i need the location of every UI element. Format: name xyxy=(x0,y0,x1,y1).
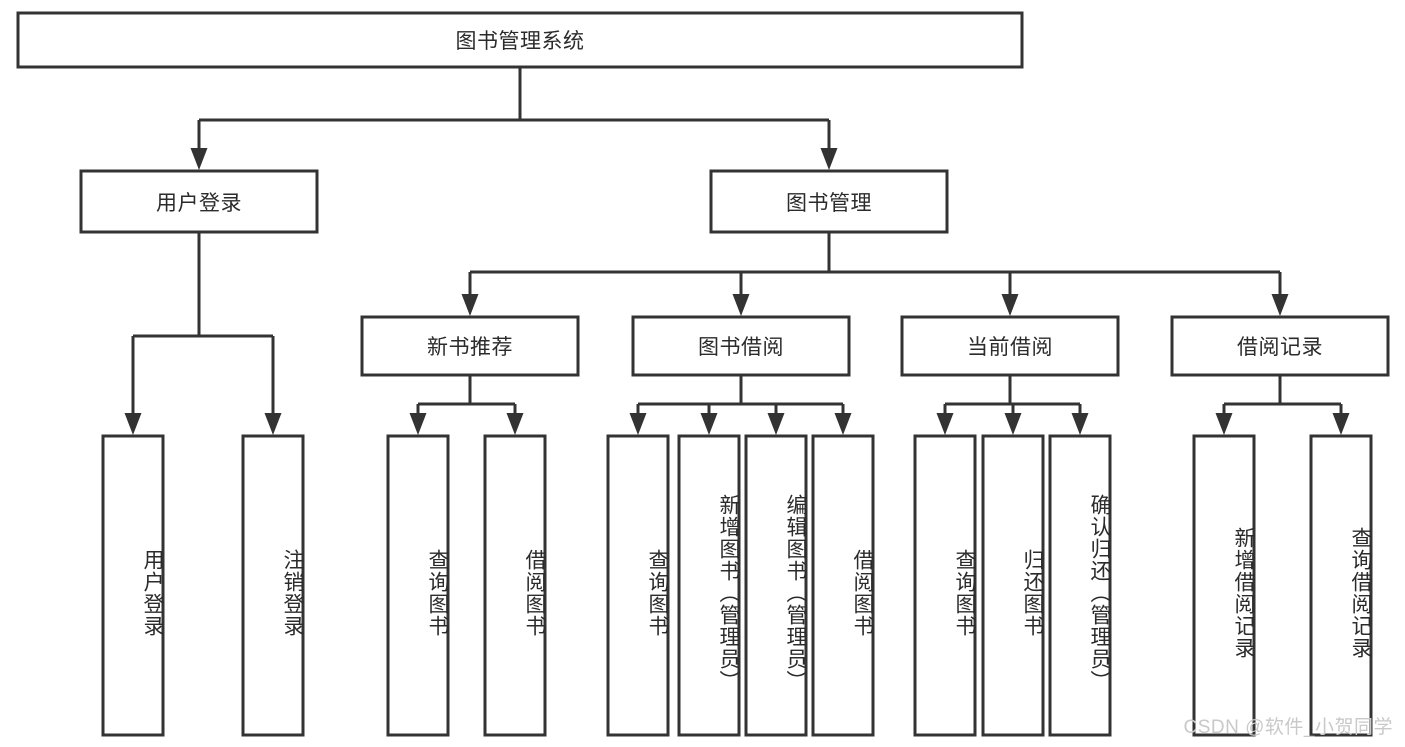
node-box-leaf-query-borrow-record[interactable] xyxy=(1309,434,1373,737)
node-box-leaf-confirm-return[interactable] xyxy=(1048,434,1112,737)
node-box-root[interactable] xyxy=(16,11,1024,69)
connector-recommend-to-leaves xyxy=(409,375,524,435)
connector-userlogin-to-leaves xyxy=(124,232,282,435)
box-layer xyxy=(16,11,1390,737)
connector-current-to-leaves xyxy=(936,375,1089,435)
node-box-leaf-query-book-recommend[interactable] xyxy=(386,434,450,737)
node-box-borrow-record[interactable] xyxy=(1170,315,1390,377)
node-box-book-borrow[interactable] xyxy=(631,315,851,377)
connector-root-to-level2 xyxy=(190,67,838,170)
node-box-leaf-borrow-book[interactable] xyxy=(811,434,875,737)
node-box-user-login[interactable] xyxy=(79,169,319,234)
node-box-leaf-borrow-book-recommend[interactable] xyxy=(483,434,547,737)
connector-record-to-leaves xyxy=(1215,375,1350,435)
node-box-leaf-user-login[interactable] xyxy=(101,434,165,737)
node-box-leaf-add-book[interactable] xyxy=(677,434,741,737)
node-box-leaf-query-book-borrow[interactable] xyxy=(606,434,670,737)
connector-bookmgmt-to-level3 xyxy=(461,232,1289,316)
node-box-leaf-user-logout[interactable] xyxy=(241,434,305,737)
node-box-leaf-query-book-current[interactable] xyxy=(913,434,977,737)
connector-layer xyxy=(124,67,1350,435)
node-box-leaf-add-borrow-record[interactable] xyxy=(1192,434,1256,737)
connector-borrow-to-leaves xyxy=(629,375,852,435)
node-box-book-management[interactable] xyxy=(709,169,949,234)
node-box-leaf-return-book[interactable] xyxy=(981,434,1045,737)
node-box-new-book-recommend[interactable] xyxy=(360,315,580,377)
node-box-leaf-edit-book[interactable] xyxy=(744,434,808,737)
node-box-current-borrow[interactable] xyxy=(900,315,1120,377)
